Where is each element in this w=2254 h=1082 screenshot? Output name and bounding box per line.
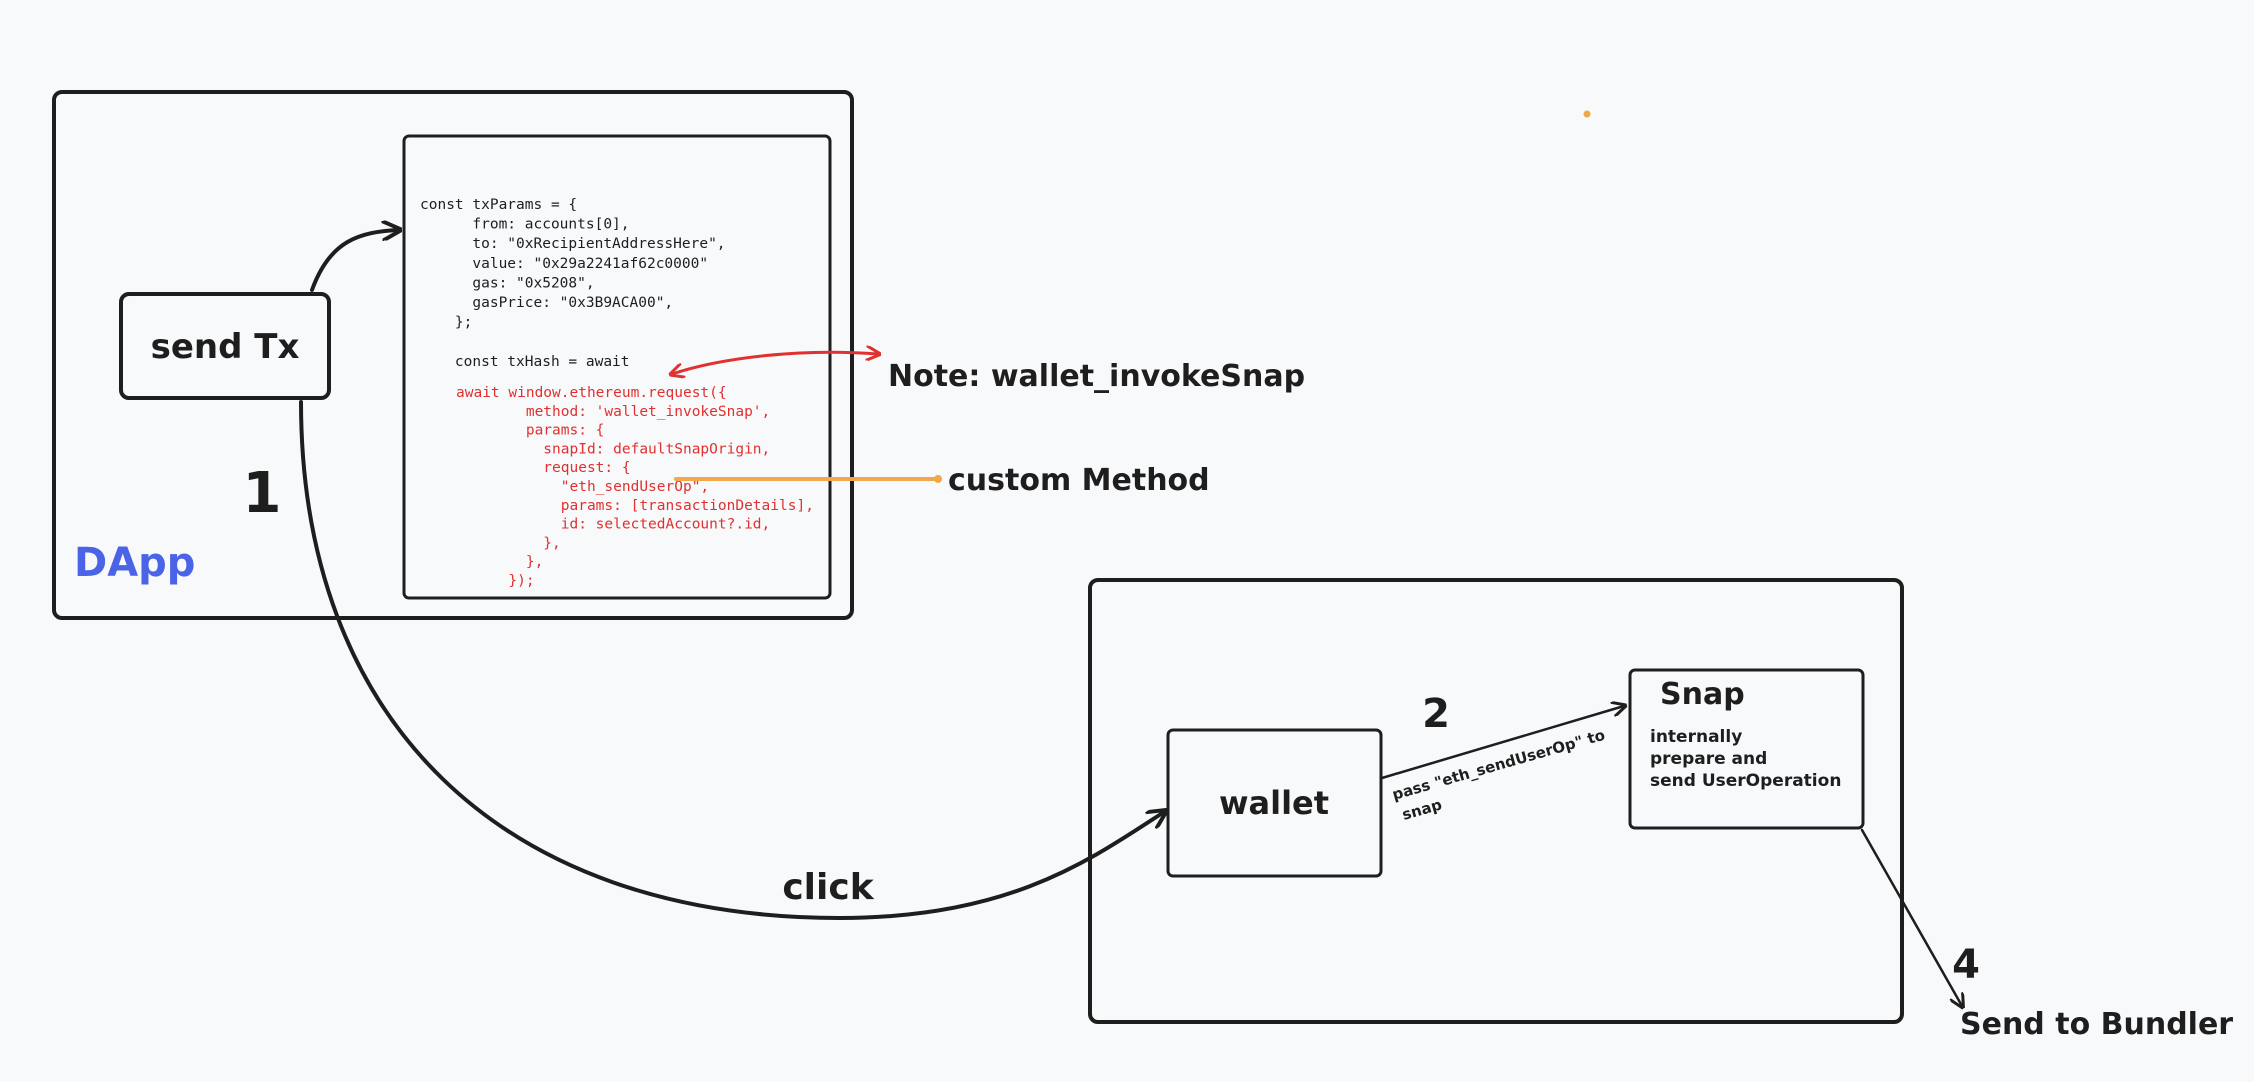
code-block-txparams: const txParams = { from: accounts[0], to… (420, 197, 726, 370)
line-end-dot (934, 475, 942, 483)
code-line: request: { (456, 460, 631, 476)
code-line: "eth_sendUserOp", (456, 479, 709, 495)
step-1-label: 1 (243, 461, 282, 526)
snap-desc-line-2: prepare and (1650, 749, 1767, 769)
arrow-click-to-wallet (299, 400, 1164, 920)
code-line: const txHash = await (420, 354, 630, 370)
snap-node[interactable]: Snap internally prepare and send UserOpe… (1628, 668, 1865, 830)
code-line: const txParams = { (420, 197, 577, 213)
snap-desc-line-1: internally (1650, 727, 1742, 747)
stray-dot (1583, 110, 1591, 118)
code-line: }, (456, 554, 543, 570)
code-line: id: selectedAccount?.id, (456, 517, 770, 533)
code-line: from: accounts[0], (420, 217, 630, 233)
code-line: }); (456, 573, 535, 589)
step-4-label: 4 (1952, 942, 1980, 988)
wallet-node[interactable]: wallet (1166, 728, 1383, 878)
snap-title: Snap (1660, 677, 1745, 712)
code-line: snapId: defaultSnapOrigin, (456, 441, 770, 457)
wallet-label: wallet (1219, 784, 1329, 822)
code-line: gasPrice: "0x3B9ACA00", (420, 295, 673, 311)
code-line: params: [transactionDetails], (456, 498, 814, 514)
snap-desc-line-3: send UserOperation (1650, 771, 1841, 791)
send-to-bundler-label: Send to Bundler (1960, 1007, 2233, 1042)
wallet-frame (1088, 578, 1904, 1024)
code-line: method: 'wallet_invokeSnap', (456, 404, 770, 420)
arrow-note-bidirectional (672, 352, 878, 374)
send-tx-button[interactable]: send Tx (119, 292, 331, 400)
code-line: await window.ethereum.request({ (456, 385, 727, 401)
code-line: }; (420, 315, 472, 331)
custom-method-label: custom Method (948, 463, 1210, 498)
code-line: params: { (456, 423, 604, 439)
code-line: value: "0x29a2241af62c0000" (420, 256, 708, 272)
code-line: to: "0xRecipientAddressHere", (420, 236, 726, 252)
code-line: }, (456, 535, 561, 551)
code-block-invoke-snap: await window.ethereum.request({ method: … (456, 385, 814, 589)
dapp-label: DApp (74, 540, 195, 586)
arrow-send-to-code (310, 230, 398, 292)
code-line: gas: "0x5208", (420, 275, 595, 291)
arrow-snap-to-bundler (1860, 828, 1962, 1006)
pass-label-group: pass "eth_sendUserOp" to snap (1390, 726, 1607, 824)
step-2-label: 2 (1422, 691, 1450, 737)
arrow-wallet-to-snap (1380, 706, 1624, 780)
send-tx-label: send Tx (151, 327, 300, 367)
note-invoke-snap: Note: wallet_invokeSnap (888, 359, 1305, 394)
click-label: click (782, 867, 874, 908)
